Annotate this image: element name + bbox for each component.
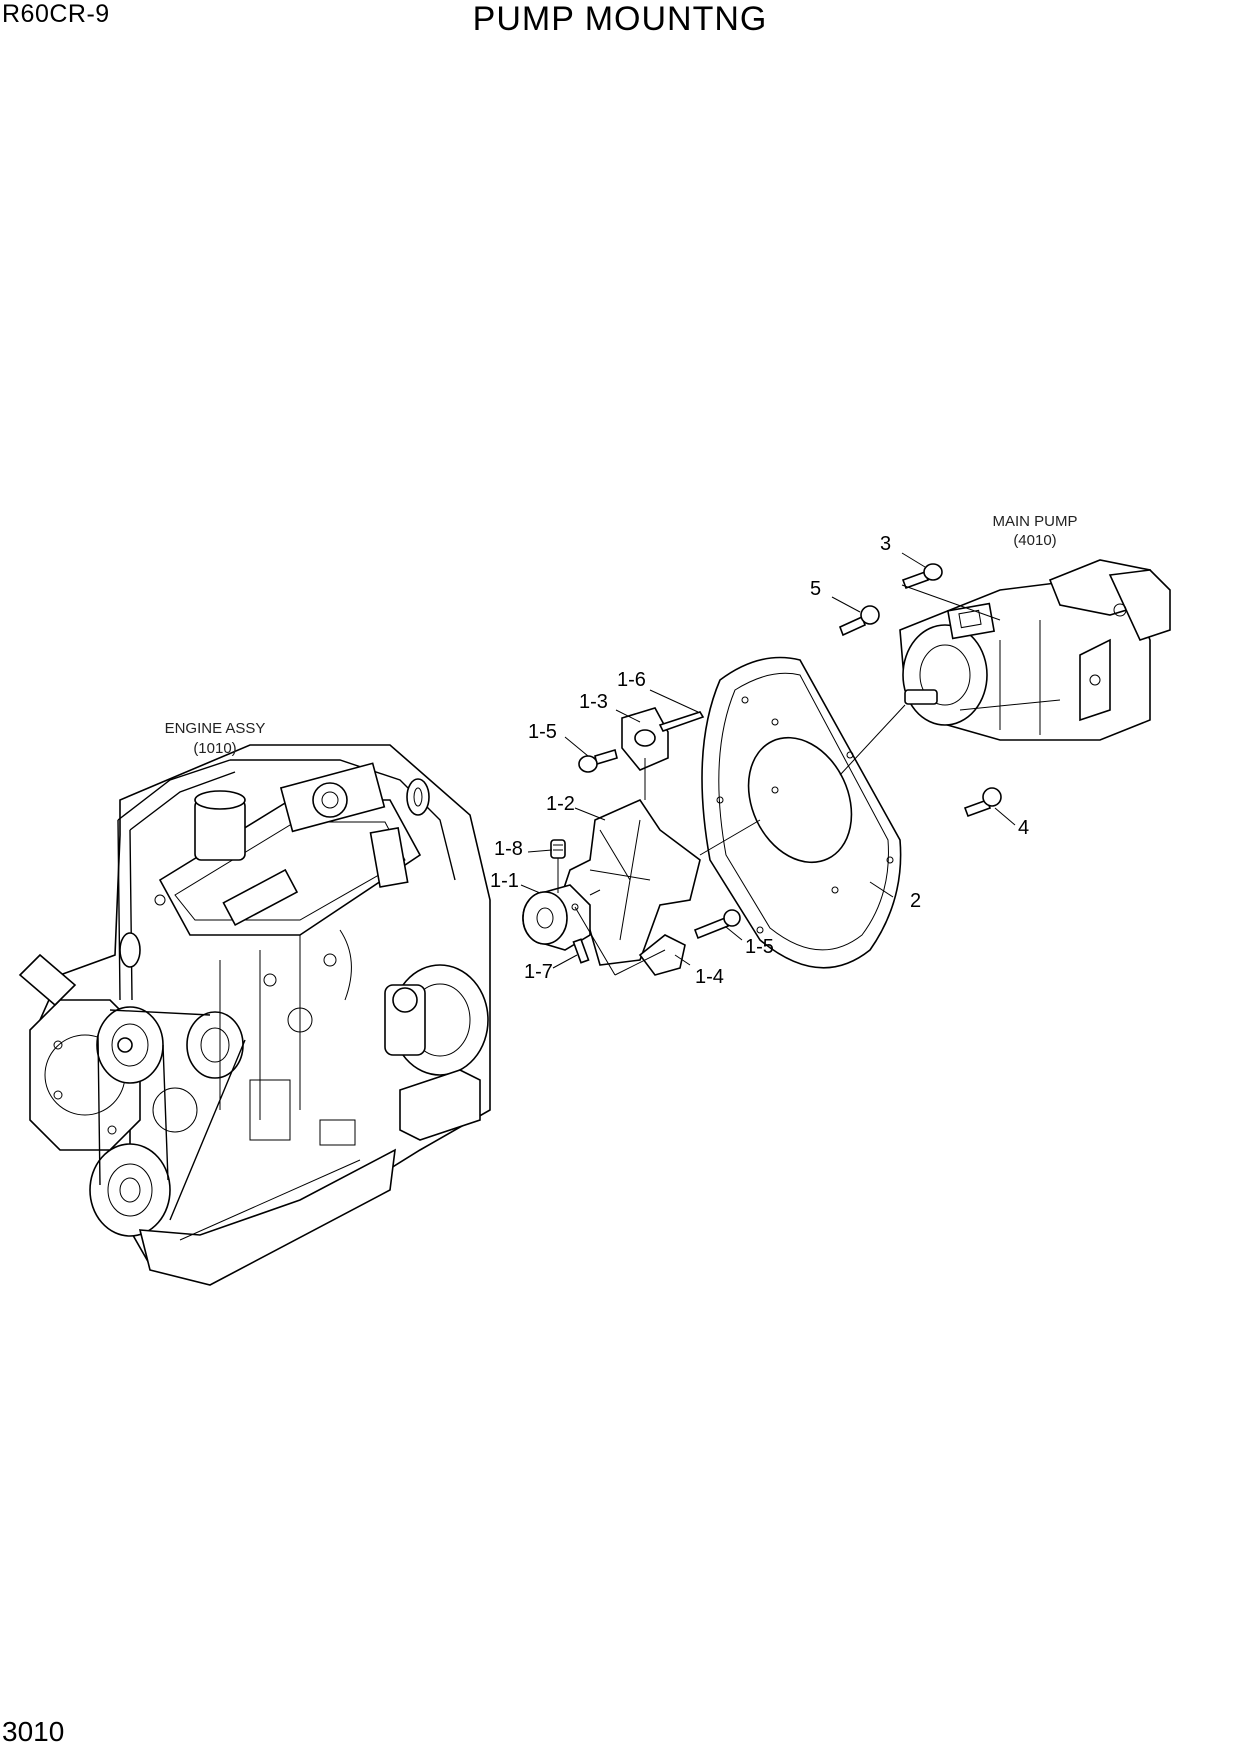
- callout-1-1: 1-1: [490, 870, 519, 892]
- page-number: 3010: [2, 1716, 65, 1747]
- callout-1-3: 1-3: [579, 691, 608, 713]
- page-title: PUMP MOUNTNG: [472, 0, 768, 38]
- part-1-5-screw-lower: [693, 909, 741, 940]
- callout-1-5-lower: 1-5: [745, 936, 774, 958]
- callout-5: 5: [810, 578, 821, 600]
- callout-3: 3: [880, 533, 891, 555]
- main-pump-code: (4010): [1013, 532, 1056, 549]
- callout-1-6: 1-6: [617, 669, 646, 691]
- part-1-1-hub: [522, 884, 591, 951]
- leader-lines: [520, 552, 1016, 976]
- engine-assy-code: (1010): [193, 740, 236, 757]
- engine-assembly-drawing: [18, 744, 491, 1286]
- part-1-7-pin: [572, 938, 590, 964]
- part-2-flange-plate: [701, 656, 902, 969]
- main-pump-name: MAIN PUMP: [992, 513, 1077, 530]
- part-1-8-set-screw: [550, 839, 566, 859]
- callout-1-2: 1-2: [546, 793, 575, 815]
- part-1-4-coupling-half-lower: [638, 934, 686, 976]
- callout-4: 4: [1018, 817, 1029, 839]
- part-4-bolt: [963, 787, 1002, 818]
- callout-1-7: 1-7: [524, 961, 553, 983]
- engine-assy-name: ENGINE ASSY: [165, 720, 266, 737]
- main-pump-drawing: [899, 559, 1171, 741]
- callout-1-8: 1-8: [494, 838, 523, 860]
- part-1-6-pin: [658, 711, 705, 732]
- callout-1-4: 1-4: [695, 966, 724, 988]
- part-1-2-rubber-element: [559, 798, 701, 966]
- part-5-bolt: [838, 605, 880, 637]
- part-1-3-coupling-half: [621, 707, 669, 771]
- part-3-bolt: [901, 563, 943, 590]
- model-label: R60CR-9: [2, 0, 110, 28]
- callout-2: 2: [910, 890, 921, 912]
- callout-1-5-upper: 1-5: [528, 721, 557, 743]
